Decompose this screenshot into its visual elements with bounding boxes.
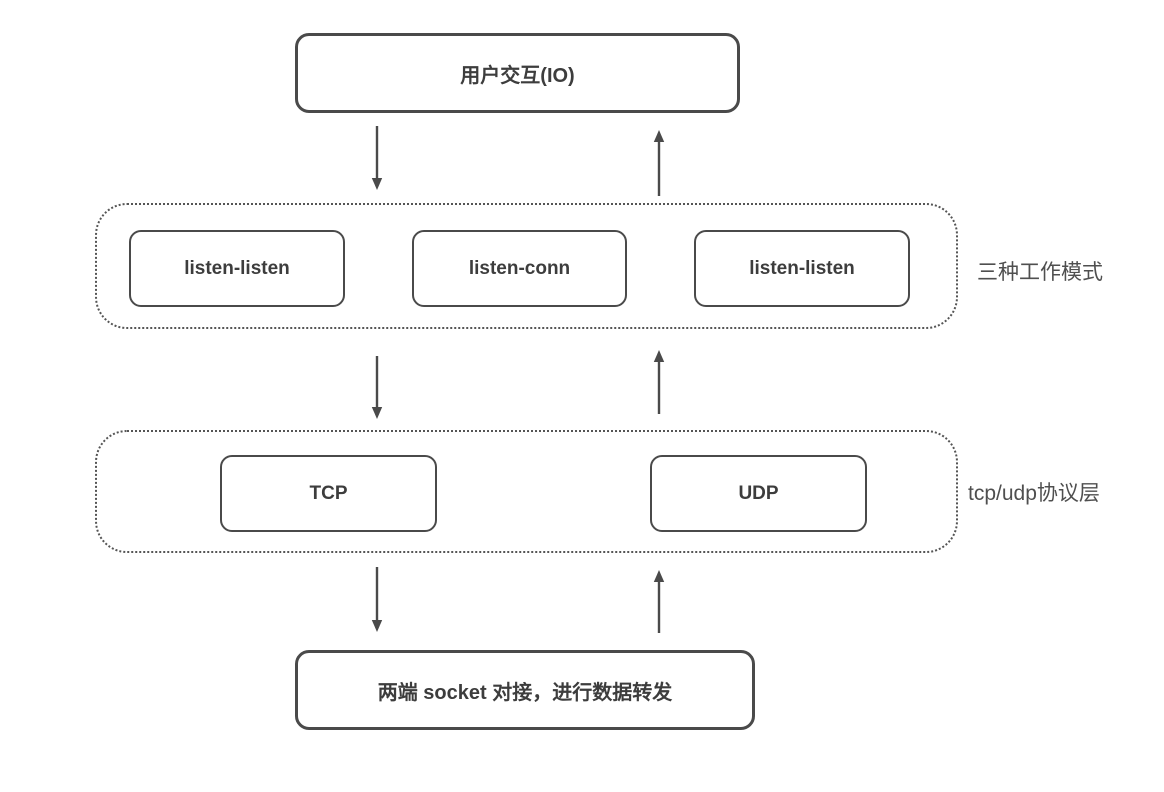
work-modes-group-label: 三种工作模式 bbox=[977, 261, 1103, 284]
node-udp-label: UDP bbox=[738, 482, 779, 504]
node-listen-conn-label: listen-conn bbox=[468, 257, 571, 279]
node-listen-listen-2-label: listen-listen bbox=[749, 257, 855, 279]
arrow-up-icon bbox=[653, 130, 665, 196]
arrow-up-icon bbox=[653, 350, 665, 414]
node-udp: UDP bbox=[650, 455, 867, 532]
node-socket-forward-label: 两端 socket 对接，进行数据转发 bbox=[377, 681, 673, 704]
arrow-up-icon bbox=[653, 570, 665, 633]
group-work-modes: listen-listen listen-conn listen-listen bbox=[95, 203, 958, 329]
node-socket-forward: 两端 socket 对接，进行数据转发 bbox=[295, 650, 755, 730]
node-listen-listen-2: listen-listen bbox=[694, 230, 910, 307]
arrow-down-icon bbox=[371, 567, 383, 632]
node-listen-conn: listen-conn bbox=[412, 230, 627, 307]
node-listen-listen-1-label: listen-listen bbox=[184, 257, 290, 279]
node-tcp-label: TCP bbox=[309, 482, 348, 504]
node-user-io-label: 用户交互(IO) bbox=[460, 64, 575, 87]
node-listen-listen-1: listen-listen bbox=[129, 230, 345, 307]
node-tcp: TCP bbox=[220, 455, 437, 532]
arrow-down-icon bbox=[371, 126, 383, 190]
node-user-io: 用户交互(IO) bbox=[295, 33, 740, 113]
arrow-down-icon bbox=[371, 356, 383, 419]
group-protocol-layer: TCP UDP bbox=[95, 430, 958, 553]
protocol-layer-group-label: tcp/udp协议层 bbox=[968, 482, 1100, 505]
